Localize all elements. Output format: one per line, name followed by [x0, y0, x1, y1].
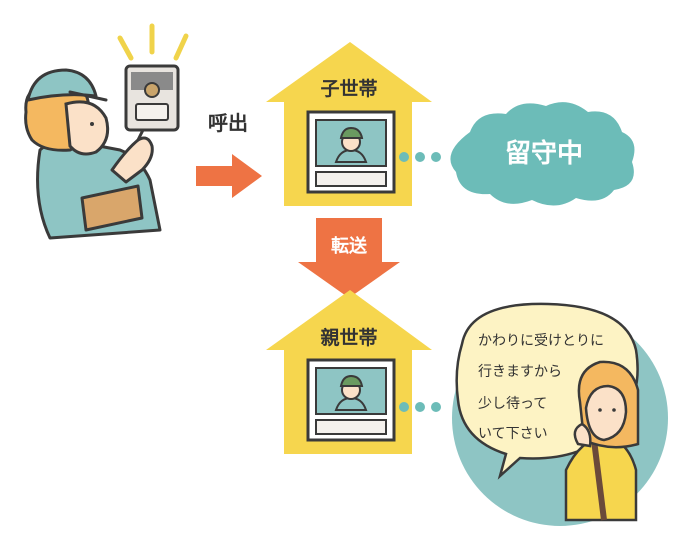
parent-household-label: 親世帯	[320, 326, 377, 349]
child-household-label: 子世帯	[320, 77, 377, 100]
speech-line-2: 行きますから	[478, 364, 562, 380]
connector-dots	[399, 152, 441, 162]
connector-dots	[399, 402, 441, 412]
speech-line-1: かわりに受けとりに	[478, 333, 604, 349]
child-household-house	[266, 42, 432, 206]
speech-line-3: 少し待って	[478, 396, 547, 412]
absent-label: 留守中	[505, 138, 583, 169]
absent-cloud	[450, 102, 635, 206]
ring-alert-icon	[117, 23, 189, 61]
call-arrow	[196, 154, 262, 198]
call-label: 呼出	[208, 111, 248, 135]
speech-text: かわりに受けとりに 行きますから 少し待って いて下さい	[478, 333, 604, 442]
transfer-arrow	[298, 218, 400, 298]
transfer-label: 転送	[331, 235, 368, 257]
parent-household-house	[266, 290, 432, 454]
intercom-icon	[124, 64, 180, 132]
speech-line-4: いて下さい	[478, 426, 548, 442]
grandparent-illustration	[452, 302, 668, 526]
delivery-person-illustration	[24, 23, 189, 240]
